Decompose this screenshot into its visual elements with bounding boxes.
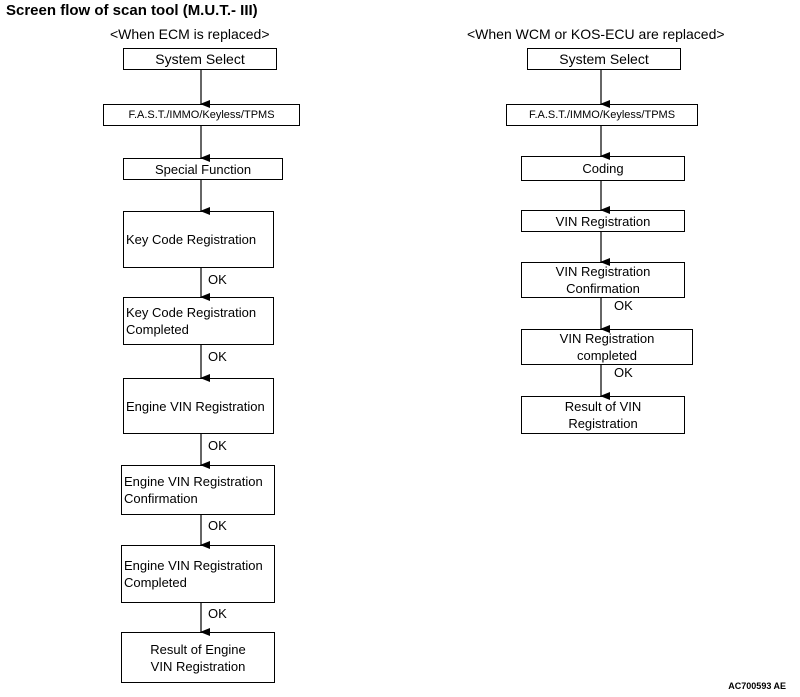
left-flow-heading: <When ECM is replaced> [110, 26, 270, 42]
right-flow-heading: <When WCM or KOS-ECU are replaced> [467, 26, 725, 42]
right-vin-confirmation-box: VIN Registration Confirmation [521, 262, 685, 298]
page-title: Screen flow of scan tool (M.U.T.- III) [6, 2, 258, 19]
left-engine-vin-confirmation-box: Engine VIN Registration Confirmation [121, 465, 275, 515]
left-key-code-registration-completed-box: Key Code Registration Completed [123, 297, 274, 345]
right-system-select-box: System Select [527, 48, 681, 70]
left-ok-label-4: OK [208, 518, 227, 533]
left-ok-label-1: OK [208, 272, 227, 287]
left-ok-label-2: OK [208, 349, 227, 364]
right-vin-completed-box: VIN Registration completed [521, 329, 693, 365]
left-ok-label-5: OK [208, 606, 227, 621]
left-key-code-registration-box: Key Code Registration [123, 211, 274, 268]
left-ok-label-3: OK [208, 438, 227, 453]
right-ok-label-2: OK [614, 365, 633, 380]
left-result-engine-vin-box: Result of Engine VIN Registration [121, 632, 275, 683]
left-special-function-box: Special Function [123, 158, 283, 180]
right-vin-registration-box: VIN Registration [521, 210, 685, 232]
right-result-vin-box: Result of VIN Registration [521, 396, 685, 434]
right-fast-immo-box: F.A.S.T./IMMO/Keyless/TPMS [506, 104, 698, 126]
left-system-select-box: System Select [123, 48, 277, 70]
left-engine-vin-registration-box: Engine VIN Registration [123, 378, 274, 434]
left-engine-vin-completed-box: Engine VIN Registration Completed [121, 545, 275, 603]
right-ok-label-1: OK [614, 298, 633, 313]
figure-code: AC700593 AE [728, 681, 786, 691]
